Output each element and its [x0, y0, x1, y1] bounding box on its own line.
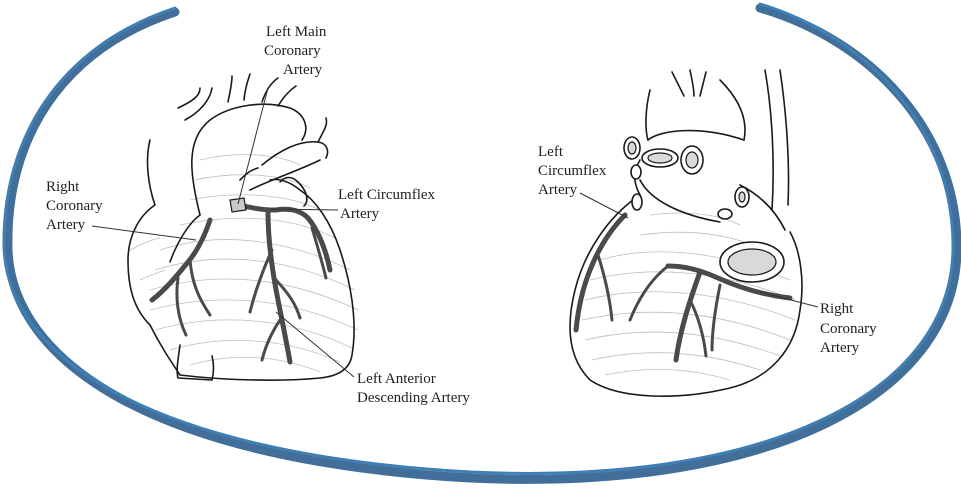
label-line: Artery	[820, 340, 860, 356]
label-line: Coronary	[46, 198, 103, 214]
posterior-arteries	[576, 215, 790, 360]
label-line: Right	[820, 301, 854, 317]
label-line: Coronary	[264, 43, 321, 59]
posterior-heart	[570, 70, 802, 396]
label-line: Artery	[340, 206, 380, 222]
label-line: Descending Artery	[357, 390, 470, 406]
label-line: Left	[538, 144, 564, 160]
label-left-circumflex-artery-anterior: Left Circumflex Artery	[338, 187, 439, 222]
anterior-labels: Left Main Coronary Artery Left Circumfle…	[46, 24, 470, 406]
anterior-heart	[128, 74, 358, 380]
label-right-coronary-artery-anterior: Right Coronary Artery	[46, 179, 106, 233]
label-line: Left Circumflex	[338, 187, 436, 203]
label-line: Coronary	[820, 321, 877, 337]
label-line: Right	[46, 179, 80, 195]
label-line: Artery	[46, 217, 86, 233]
ellipse-frame	[4, 4, 957, 479]
label-line: Circumflex	[538, 163, 607, 179]
label-line: Left Main	[266, 24, 327, 40]
label-left-anterior-descending-artery: Left Anterior Descending Artery	[357, 371, 470, 406]
posterior-labels: Left Circumflex Artery Right Coronary Ar…	[538, 144, 880, 356]
posterior-vessel-rings	[624, 137, 784, 282]
anterior-arteries	[152, 198, 330, 362]
label-left-circumflex-artery-posterior: Left Circumflex Artery	[538, 144, 610, 198]
label-line: Artery	[538, 182, 578, 198]
label-line: Artery	[283, 62, 323, 78]
anterior-fibers	[130, 155, 358, 372]
posterior-fibers	[582, 213, 795, 380]
label-right-coronary-artery-posterior: Right Coronary Artery	[820, 301, 880, 356]
label-line: Left Anterior	[357, 371, 436, 387]
label-left-main-coronary-artery: Left Main Coronary Artery	[264, 24, 330, 78]
